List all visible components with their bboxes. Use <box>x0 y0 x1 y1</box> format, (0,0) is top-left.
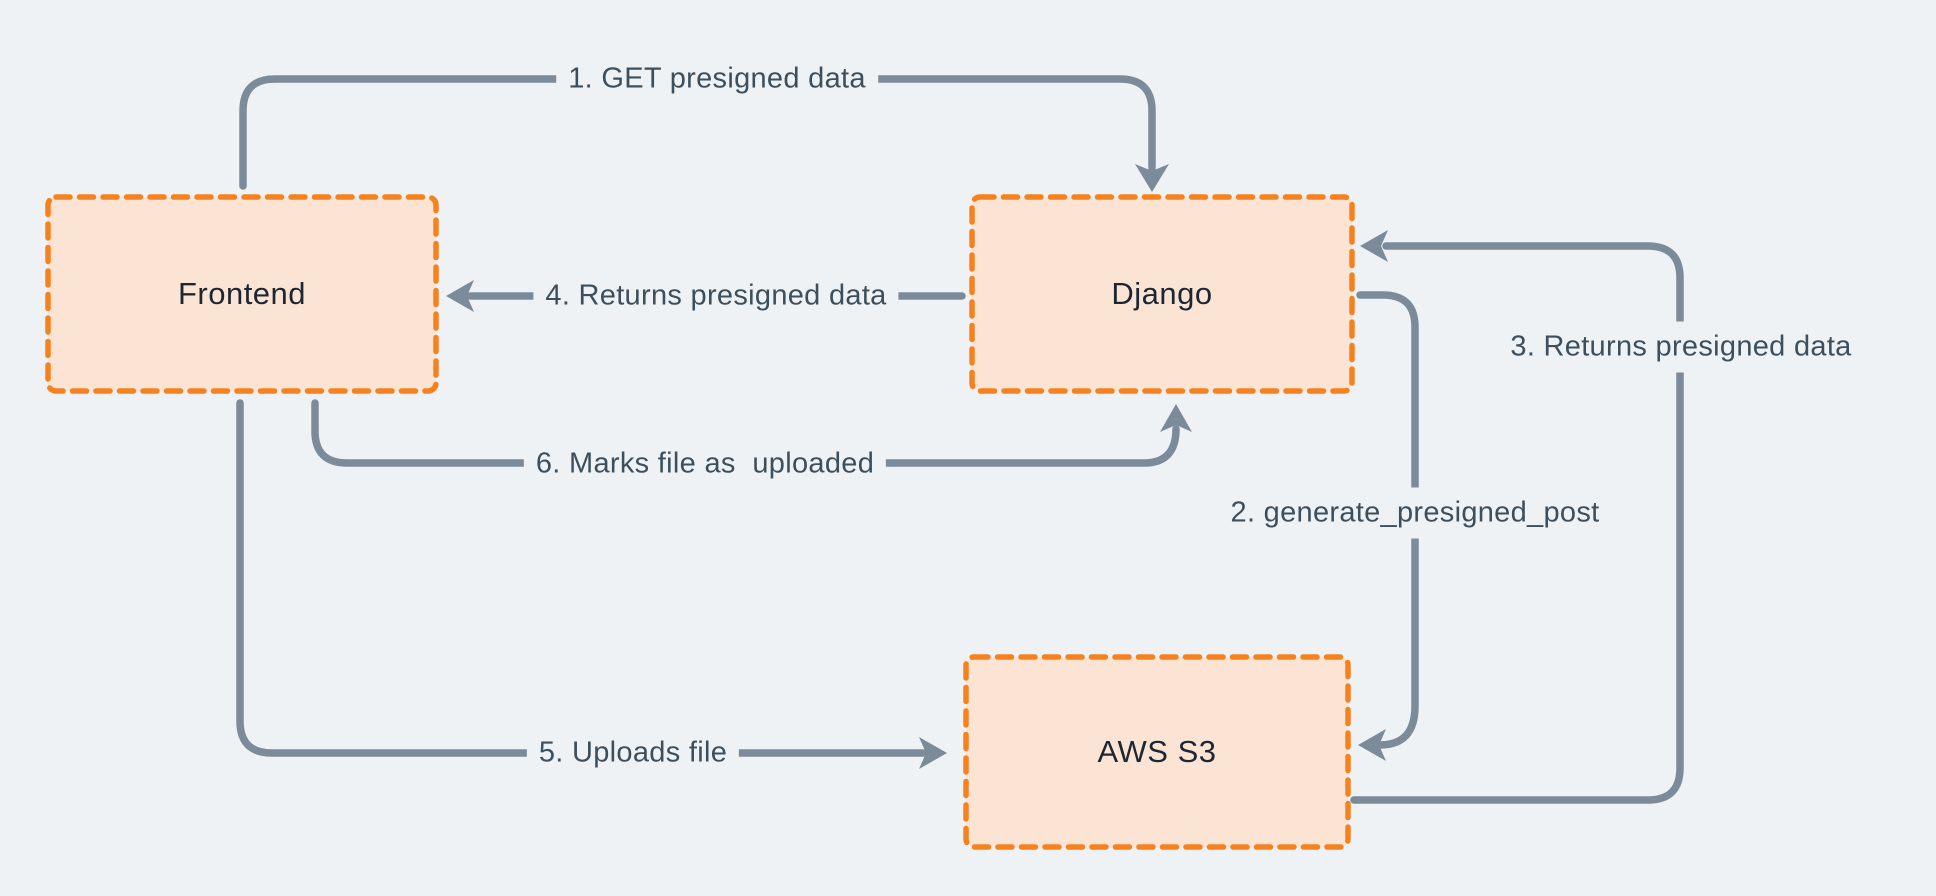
edge-4-arrowhead <box>446 280 474 312</box>
django-node-box <box>969 194 1355 394</box>
edge-6-arrowhead <box>1160 404 1192 432</box>
frontend-node-label: Frontend <box>177 276 307 311</box>
edge-6-label: 6. Marks file as uploaded <box>523 438 887 490</box>
edge-1-label: 1. GET presigned data <box>556 53 878 105</box>
edge-2-arrowhead <box>1358 729 1386 761</box>
aws-s3-node-label: AWS S3 <box>1097 734 1217 769</box>
edge-3-label: 3. Returns presigned data <box>1498 321 1864 373</box>
aws-s3-node-box <box>963 654 1351 850</box>
frontend-node-box <box>45 194 439 394</box>
edge-4-label: 4. Returns presigned data <box>533 270 899 322</box>
edge-1-arrowhead <box>1135 164 1169 192</box>
edge-5-arrowhead <box>919 737 947 769</box>
edge-3-arrowhead <box>1360 230 1388 262</box>
edge-5-path <box>236 399 927 757</box>
edge-5-label: 5. Uploads file <box>526 727 740 779</box>
edge-2-label: 2. generate_presigned_post <box>1218 487 1612 539</box>
django-node-label: Django <box>1111 276 1213 311</box>
edge-3-path <box>1350 242 1684 804</box>
edge-6-path <box>311 399 1180 467</box>
